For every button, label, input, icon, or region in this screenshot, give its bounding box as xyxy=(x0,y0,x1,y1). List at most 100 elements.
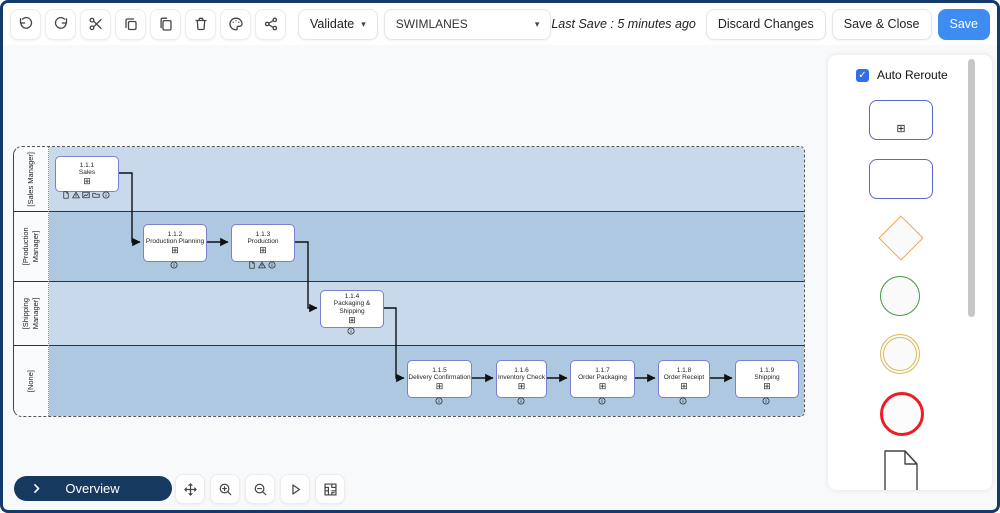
palette-start-event-shape[interactable] xyxy=(880,276,920,316)
zoom-out-button[interactable] xyxy=(245,474,275,504)
cut-button[interactable] xyxy=(80,8,111,40)
last-save-status: Last Save : 5 minutes ago xyxy=(551,17,696,31)
palette-task-shape[interactable]: ⊞ xyxy=(869,100,933,140)
node-id: 1.1.7 xyxy=(595,366,610,374)
expand-plus-icon[interactable]: ⊞ xyxy=(598,381,607,392)
chevron-down-icon: ▾ xyxy=(361,18,366,29)
pan-button[interactable] xyxy=(175,474,205,504)
expand-plus-icon[interactable]: ⊞ xyxy=(763,381,771,392)
info-icon xyxy=(268,261,276,269)
undo-icon xyxy=(19,16,32,29)
redo-button[interactable] xyxy=(45,8,76,40)
palette-decision-diamond-shape[interactable] xyxy=(878,215,924,261)
node-id: 1.1.6 xyxy=(514,366,529,374)
palette-document-shape[interactable] xyxy=(884,450,918,490)
node-id: 1.1.9 xyxy=(759,366,775,374)
node-id: 1.1.8 xyxy=(676,366,692,374)
trash-icon xyxy=(194,17,207,31)
palette-intermediate-event-shape[interactable] xyxy=(880,334,920,374)
info-icon xyxy=(762,397,770,405)
overview-label: Overview xyxy=(65,481,120,496)
node-id: 1.1.5 xyxy=(432,366,447,374)
paste-icon xyxy=(159,17,172,31)
info-icon xyxy=(517,397,524,405)
info-icon xyxy=(598,397,605,405)
info-icon xyxy=(435,397,442,405)
node-id: 1.1.4 xyxy=(344,293,360,301)
lane-rows xyxy=(49,147,804,416)
info-icon xyxy=(347,327,355,335)
share-button[interactable] xyxy=(255,8,286,40)
validate-button[interactable]: Validate ▾ xyxy=(298,8,378,40)
document-icon xyxy=(249,261,255,269)
chevron-right-icon xyxy=(34,484,40,493)
copy-button[interactable] xyxy=(115,8,146,40)
diagram-select[interactable]: SWIMLANES ▾ xyxy=(383,8,552,40)
undo-button[interactable] xyxy=(10,8,41,40)
document-shape-icon xyxy=(884,450,918,490)
diagram-select-value: SWIMLANES xyxy=(395,17,468,31)
node-title: Inventory Check xyxy=(498,374,545,381)
expand-plus-icon[interactable]: ⊞ xyxy=(517,381,526,392)
discard-changes-button[interactable]: Discard Changes xyxy=(705,8,826,40)
node-badge-icons-1.1.2 xyxy=(143,261,205,269)
validate-label: Validate xyxy=(310,17,355,31)
node-title: Packaging & Shipping xyxy=(333,300,371,315)
share-icon xyxy=(264,17,277,31)
lane-label-3: [None] xyxy=(14,344,48,416)
node-title: Order Packaging xyxy=(578,374,627,381)
fit-view-button[interactable] xyxy=(315,474,345,504)
overview-button[interactable]: Overview xyxy=(14,476,172,501)
save-button[interactable]: Save xyxy=(937,8,990,40)
save-and-close-button[interactable]: Save & Close xyxy=(831,8,932,40)
node-id: 1.1.1 xyxy=(79,161,95,169)
expand-plus-icon[interactable]: ⊞ xyxy=(680,381,688,392)
warning-icon xyxy=(258,261,266,269)
play-button[interactable] xyxy=(280,474,310,504)
palette-plain-box-shape[interactable] xyxy=(869,159,933,199)
node-badge-icons-1.1.3 xyxy=(231,261,293,269)
lane-label-1: [Production Manager] xyxy=(14,211,48,280)
info-icon xyxy=(170,261,178,269)
zoom-out-icon xyxy=(254,483,266,495)
topbar-actions: Discard Changes Save & Close Save xyxy=(705,8,990,40)
node-badge-icons-1.1.7 xyxy=(570,397,633,405)
chart-icon xyxy=(82,191,90,199)
auto-reroute-row: ✓ Auto Reroute xyxy=(856,68,948,82)
lane-label-column: [Sales Manager][Production Manager][Ship… xyxy=(14,147,49,416)
lane-label-0: [Sales Manager] xyxy=(26,151,36,207)
zoom-in-button[interactable] xyxy=(210,474,240,504)
expand-plus-icon[interactable]: ⊞ xyxy=(348,314,356,325)
expand-plus-icon[interactable]: ⊞ xyxy=(435,381,444,392)
info-icon xyxy=(102,191,110,199)
swimlane-0[interactable] xyxy=(49,147,804,212)
palette-scrollbar[interactable] xyxy=(968,59,975,317)
node-badge-icons-1.1.1 xyxy=(55,191,117,199)
expand-plus-icon[interactable]: ⊞ xyxy=(171,245,179,256)
delete-button[interactable] xyxy=(185,8,216,40)
chevron-down-icon: ▾ xyxy=(534,18,540,29)
diagram-canvas[interactable]: [Sales Manager][Production Manager][Ship… xyxy=(3,3,997,510)
auto-reroute-checkbox[interactable]: ✓ xyxy=(856,68,869,82)
palette-end-event-shape[interactable] xyxy=(880,392,924,436)
expand-plus-icon[interactable]: ⊞ xyxy=(259,245,267,256)
play-icon xyxy=(291,483,300,495)
expand-plus-icon[interactable]: ⊞ xyxy=(83,176,91,187)
theme-button[interactable] xyxy=(220,8,251,40)
node-badge-icons-1.1.6 xyxy=(496,397,545,405)
swimlane-2[interactable] xyxy=(49,280,804,345)
shape-palette-panel: ✓ Auto Reroute ⊞ xyxy=(828,55,992,490)
warning-icon xyxy=(72,191,80,199)
paste-button[interactable] xyxy=(150,8,181,40)
pan-icon xyxy=(183,482,197,496)
